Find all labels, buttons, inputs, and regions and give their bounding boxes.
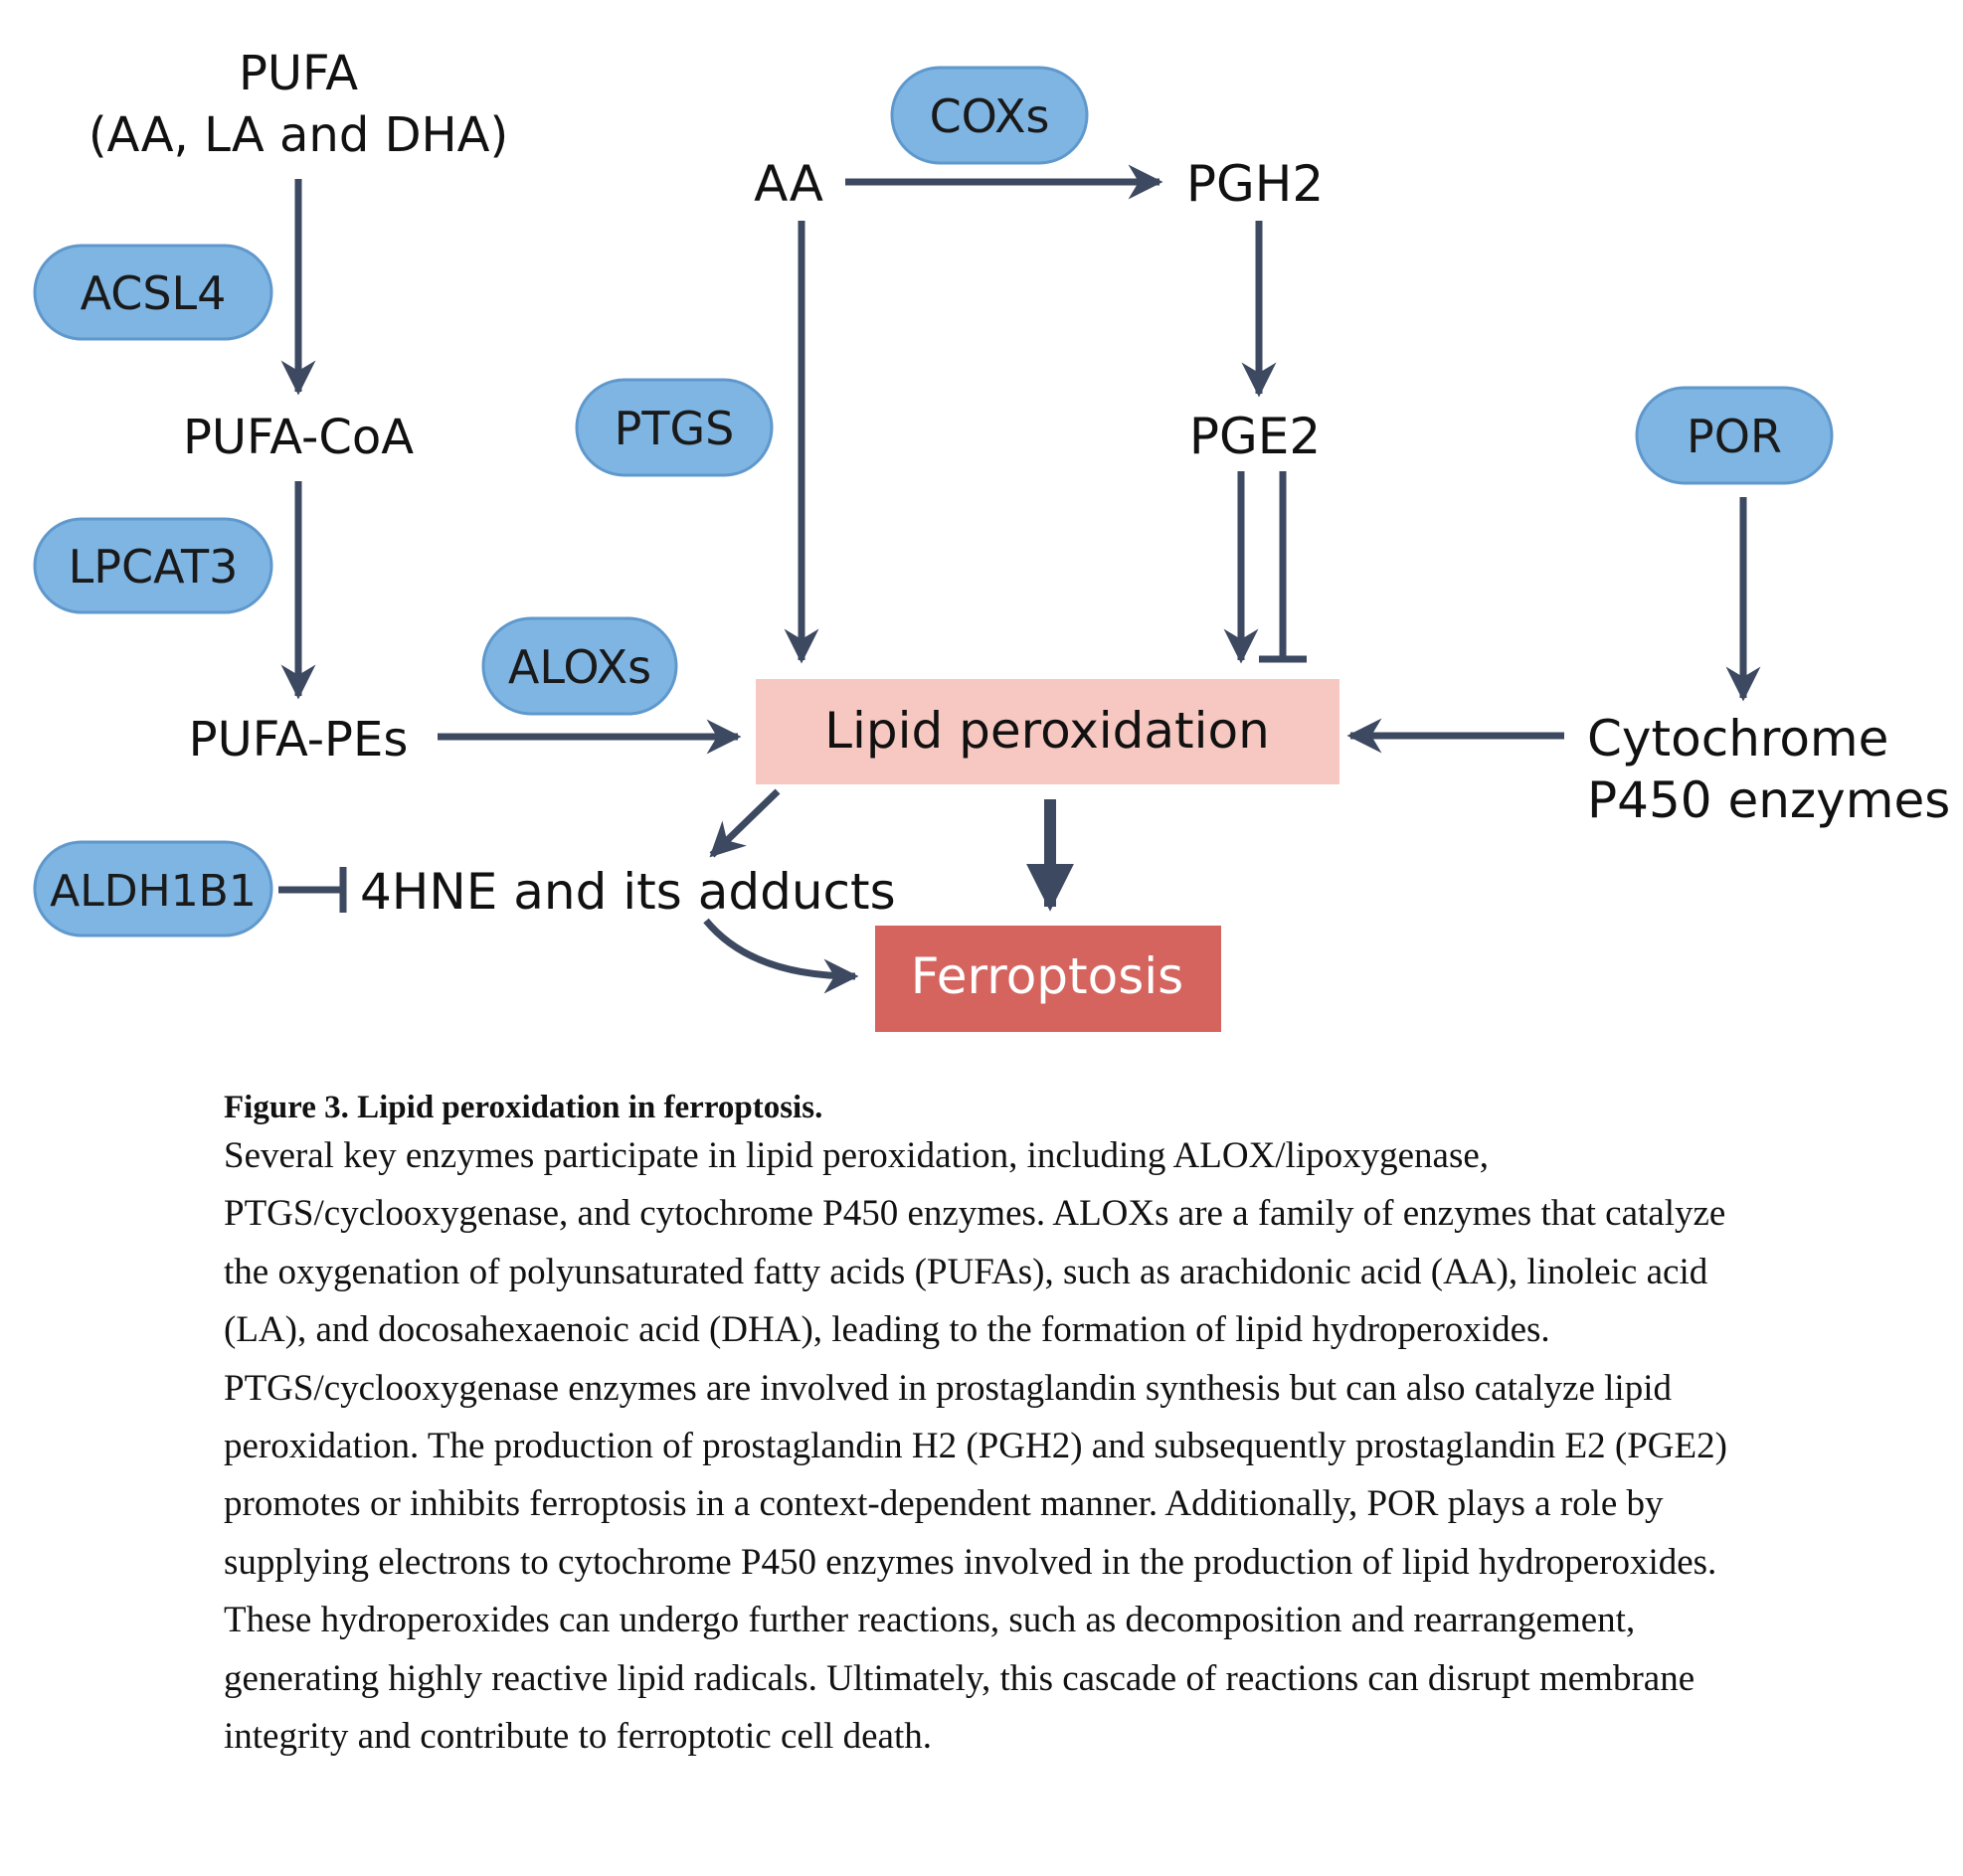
- acsl4-label: ACSL4: [81, 266, 227, 320]
- pufa-types-label: (AA, LA and DHA): [89, 107, 508, 163]
- por-pill: POR: [1635, 386, 1834, 485]
- figure-caption: Figure 3. Lipid peroxidation in ferropto…: [224, 1088, 1775, 1766]
- acsl4-pill: ACSL4: [33, 244, 273, 341]
- aa-label: AA: [754, 155, 823, 213]
- lpcat3-pill: LPCAT3: [33, 517, 273, 614]
- arrow-lipid-peroxidation-to-4hne: [709, 788, 781, 858]
- hne-adducts-label: 4HNE and its adducts: [360, 863, 896, 921]
- lipid-peroxidation-box: [756, 679, 1339, 784]
- pgh2-label: PGH2: [1186, 155, 1324, 213]
- aldh1b1-pill: ALDH1B1: [33, 840, 273, 938]
- lpcat3-label: LPCAT3: [69, 540, 239, 594]
- por-label: POR: [1687, 410, 1782, 463]
- pge2-label: PGE2: [1189, 408, 1321, 465]
- aloxs-label: ALOXs: [508, 640, 651, 694]
- pufa-label: PUFA: [239, 46, 358, 101]
- aldh1b1-label: ALDH1B1: [50, 866, 257, 917]
- ptgs-label: PTGS: [615, 402, 735, 455]
- ptgs-pill: PTGS: [575, 378, 774, 477]
- p450-enzymes-label: P450 enzymes: [1587, 771, 1950, 829]
- ferroptosis-label: Ferroptosis: [911, 947, 1183, 1005]
- lipid-peroxidation-label: Lipid peroxidation: [824, 702, 1270, 760]
- ferroptosis-pathway-diagram: Lipid peroxidation Ferroptosis ACSL4 LPC…: [33, 46, 1950, 1032]
- caption-title: Figure 3. Lipid peroxidation in ferropto…: [224, 1090, 823, 1125]
- caption-body: Several key enzymes participate in lipid…: [224, 1135, 1727, 1758]
- pufa-pes-label: PUFA-PEs: [189, 712, 409, 767]
- arrow-4hne-to-ferroptosis: [703, 918, 859, 994]
- cytochrome-label: Cytochrome: [1587, 710, 1888, 767]
- coxs-pill: COXs: [890, 66, 1089, 165]
- coxs-label: COXs: [930, 89, 1050, 143]
- aloxs-pill: ALOXs: [481, 616, 678, 716]
- pufa-coa-label: PUFA-CoA: [183, 410, 414, 465]
- ferroptosis-box: [875, 926, 1221, 1032]
